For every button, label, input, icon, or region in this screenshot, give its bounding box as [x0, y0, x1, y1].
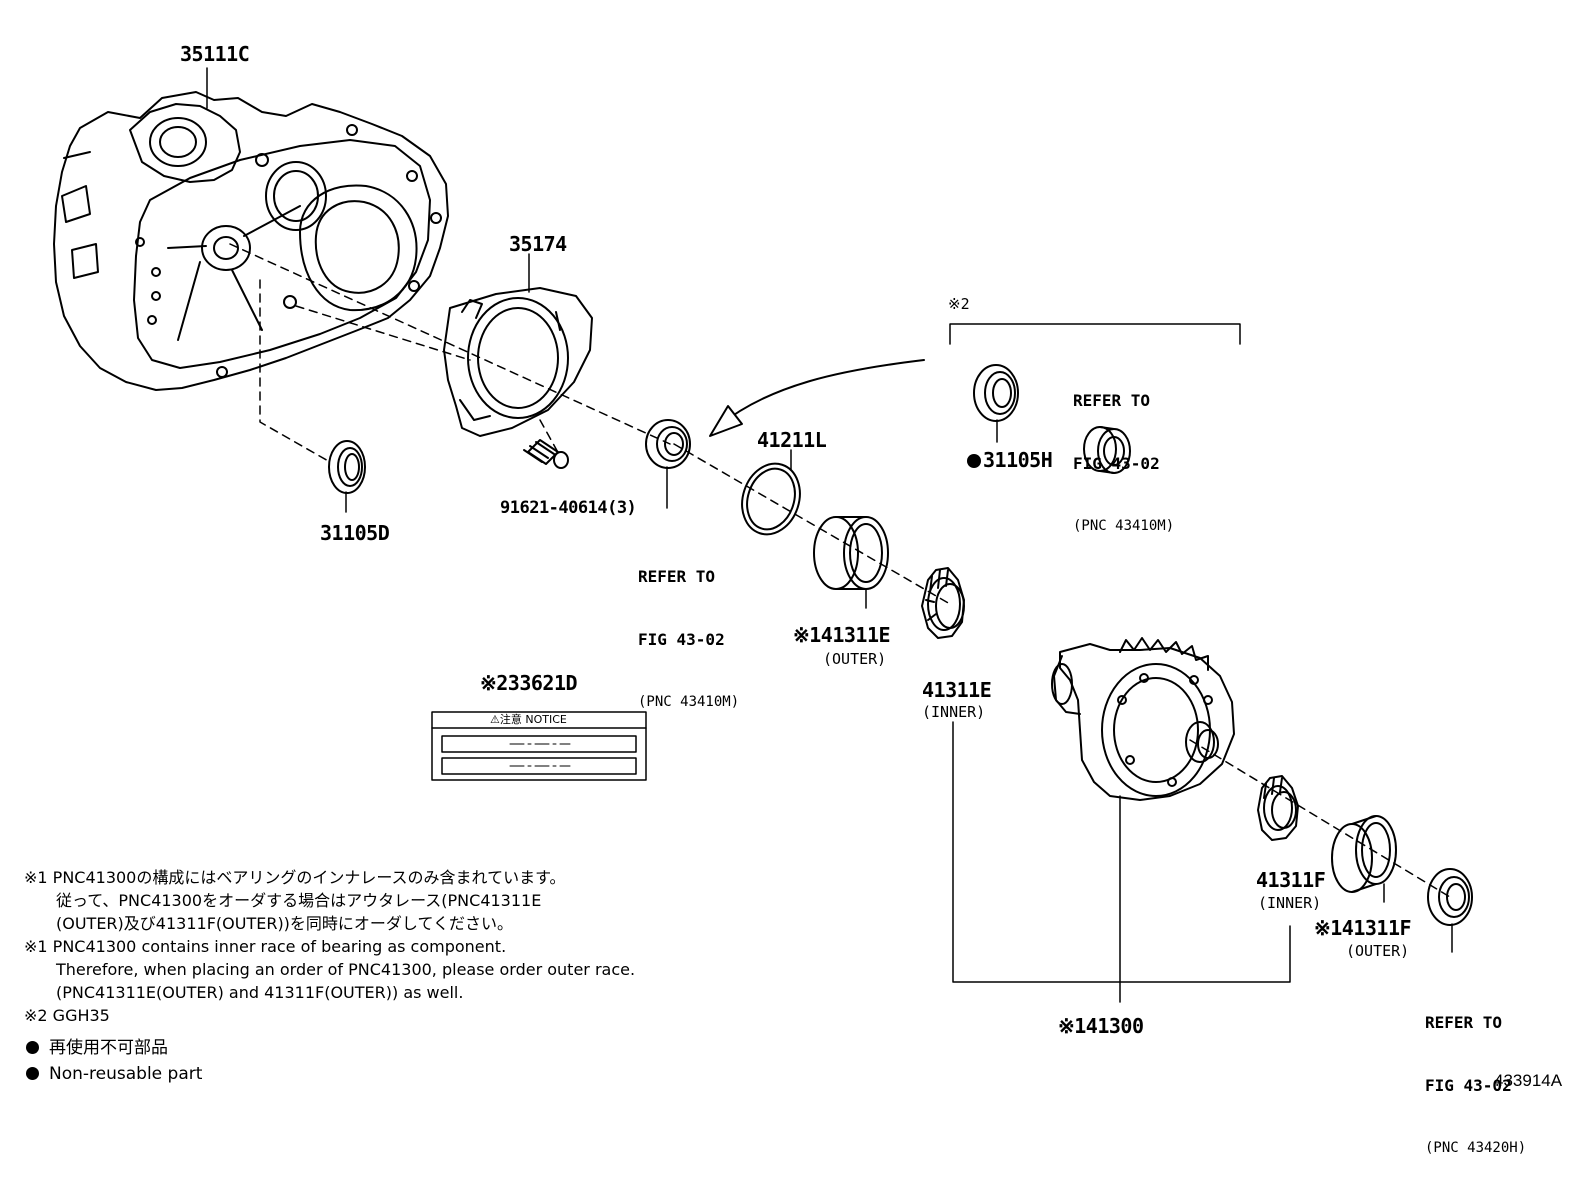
legend-jp-text: 再使用不可部品	[49, 1038, 168, 1058]
refer-right-line1: REFER TO	[1425, 1013, 1503, 1032]
label-35111c[interactable]: 35111C	[180, 42, 250, 66]
refer-block-left[interactable]: REFER TO FIG 43-02 (PNC 43410M)	[638, 524, 739, 734]
bearing-refer-drawing	[1083, 426, 1131, 474]
label-group-mark: ※2	[948, 295, 970, 313]
label-41311f-inner[interactable]: 41311F	[1256, 868, 1326, 892]
exploded-parts-diagram	[53, 67, 1473, 1003]
refer-left-line2: FIG 43-02	[638, 630, 725, 649]
shim-plate-drawing	[443, 287, 593, 437]
shim-ring-41211l-drawing	[741, 462, 801, 536]
differential-41300-drawing	[1051, 637, 1235, 801]
note-line-7: ※2 GGH35	[24, 1006, 110, 1025]
transaxle-case-drawing	[53, 91, 449, 391]
arrow-head	[709, 405, 743, 437]
refer-block-top[interactable]: REFER TO FIG 43-02 (PNC 43410M)	[1073, 348, 1174, 558]
label-41311f-outer[interactable]: ※141311F	[1314, 916, 1412, 940]
figure-code: 433914A	[1494, 1071, 1563, 1090]
oil-seal-31105d-drawing	[328, 440, 366, 494]
legend-en: Non-reusable part	[26, 1066, 202, 1083]
label-31105h[interactable]: 31105H	[983, 448, 1053, 472]
outer-race-41311e-drawing	[813, 516, 889, 590]
note-line-2: 従って、PNC41300をオーダする場合はアウタレース(PNC41311E	[24, 891, 542, 910]
oil-seal-31105h-drawing	[973, 364, 1019, 422]
note-line-1: ※1 PNC41300の構成にはベアリングのインナレースのみ含まれています。	[24, 868, 566, 887]
oil-seal-refer-right-drawing	[1427, 868, 1473, 926]
refer-left-line1: REFER TO	[638, 567, 716, 586]
refer-top-line1: REFER TO	[1073, 391, 1151, 410]
curved-arrow	[719, 359, 925, 426]
oil-seal-refer-left-drawing	[645, 419, 691, 469]
inner-race-41311e-drawing	[921, 567, 965, 639]
note-line-3: (OUTER)及び41311F(OUTER))を同時にオーダしてください。	[24, 914, 513, 933]
outer-race-41311f-drawing	[1331, 815, 1397, 893]
note-line-4: ※1 PNC41300 contains inner race of beari…	[24, 937, 507, 956]
label-41311f-outer-sub: (OUTER)	[1346, 942, 1410, 960]
refer-right-line3: (PNC 43420H)	[1425, 1140, 1527, 1156]
label-41311e-outer[interactable]: ※141311E	[793, 623, 891, 647]
bolt-drawing	[523, 439, 569, 469]
label-35174[interactable]: 35174	[509, 232, 567, 256]
refer-top-line2: FIG 43-02	[1073, 454, 1160, 473]
label-41311f-inner-sub: (INNER)	[1258, 894, 1322, 912]
label-31105d[interactable]: 31105D	[320, 521, 390, 545]
legend-en-text: Non-reusable part	[49, 1064, 203, 1084]
refer-top-line3: (PNC 43410M)	[1073, 518, 1175, 534]
legend-dot-icon	[26, 1067, 39, 1080]
group-bracket	[949, 323, 1241, 345]
label-91621[interactable]: 91621-40614(3)	[500, 498, 637, 518]
inner-race-41311f-drawing	[1257, 775, 1299, 841]
legend-jp: 再使用不可部品	[26, 1040, 168, 1057]
notice-label-header: ⚠注意 NOTICE	[490, 713, 567, 726]
refer-right-line2: FIG 43-02	[1425, 1076, 1512, 1095]
notice-label-drawing	[431, 711, 647, 781]
note-line-5: Therefore, when placing an order of PNC4…	[24, 960, 636, 979]
leader-lines	[206, 67, 1453, 1003]
footnotes: ※1 PNC41300の構成にはベアリングのインナレースのみ含まれています。 従…	[24, 866, 635, 1027]
label-41211l[interactable]: 41211L	[757, 428, 827, 452]
label-41311e-inner-sub: (INNER)	[922, 703, 986, 721]
refer-left-line3: (PNC 43410M)	[638, 694, 740, 710]
legend-dot-icon	[26, 1041, 39, 1054]
note-line-6: (PNC41311E(OUTER) and 41311F(OUTER)) as …	[24, 983, 464, 1002]
label-41300[interactable]: ※141300	[1058, 1014, 1144, 1038]
label-41311e-inner[interactable]: 41311E	[922, 678, 992, 702]
label-33621d[interactable]: ※233621D	[480, 671, 578, 695]
non-reusable-marker	[967, 454, 981, 468]
label-41311e-outer-sub: (OUTER)	[823, 650, 887, 668]
assembly-center-lines	[229, 243, 1451, 898]
